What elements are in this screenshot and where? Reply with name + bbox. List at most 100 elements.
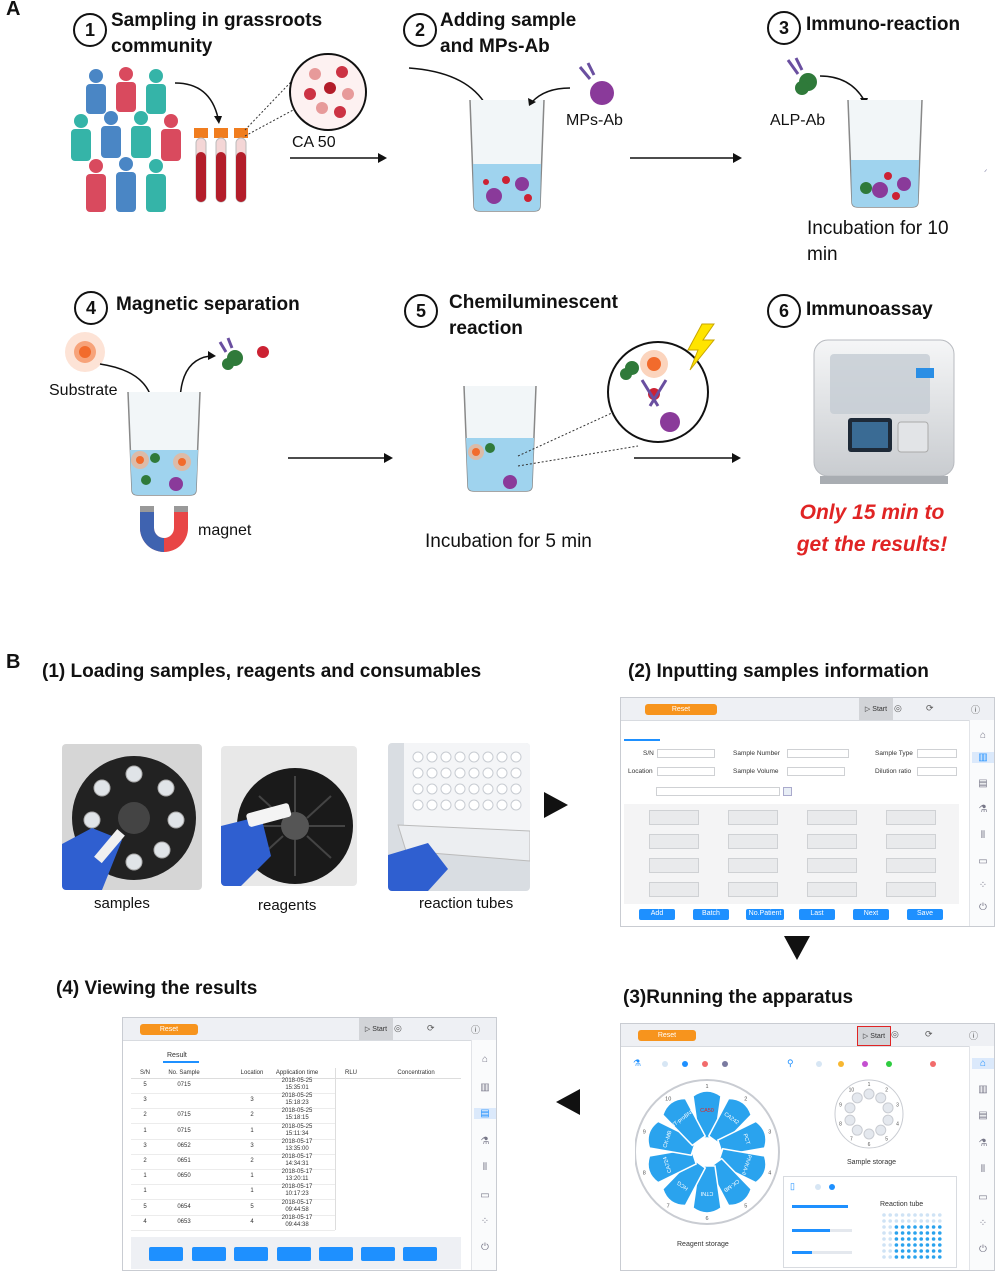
grid-icon[interactable]: ⁘ bbox=[978, 880, 988, 891]
home-icon[interactable]: ⌂ bbox=[972, 1058, 994, 1069]
last-button[interactable]: Last bbox=[799, 909, 835, 920]
reset-button[interactable]: Reset bbox=[140, 1024, 198, 1035]
grid-icon[interactable]: ⁘ bbox=[480, 1216, 490, 1227]
sample-position[interactable] bbox=[875, 1124, 887, 1136]
grid-icon[interactable]: ⁘ bbox=[978, 1218, 988, 1229]
reagent-slot[interactable]: HCG bbox=[660, 1155, 710, 1209]
reagent-slot[interactable]: CK-MB bbox=[645, 1120, 698, 1161]
sample-position[interactable] bbox=[882, 1102, 894, 1114]
sample-position[interactable] bbox=[844, 1114, 856, 1126]
sample-position[interactable] bbox=[882, 1114, 894, 1126]
reagent-slot[interactable]: PCT bbox=[716, 1120, 769, 1161]
refresh-icon[interactable]: ⟳ bbox=[925, 1029, 933, 1039]
monitor-icon[interactable]: ▭ bbox=[978, 856, 988, 867]
action-button-4[interactable] bbox=[277, 1247, 311, 1261]
sample-tubes-icon[interactable]: ▥ bbox=[480, 1082, 490, 1093]
sample-slot[interactable] bbox=[649, 834, 699, 849]
barcode-icon[interactable]: ⦀ bbox=[482, 1162, 488, 1173]
sample-slot[interactable] bbox=[807, 882, 857, 897]
flask-icon[interactable]: ⚗ bbox=[480, 1136, 490, 1147]
save-button[interactable]: Save bbox=[907, 909, 943, 920]
result-tab[interactable]: Result bbox=[167, 1052, 187, 1059]
action-button-5[interactable] bbox=[319, 1247, 353, 1261]
sample-type-select[interactable] bbox=[917, 749, 957, 758]
refresh-icon[interactable]: ⟳ bbox=[427, 1023, 435, 1033]
reagent-slot[interactable]: CA724 bbox=[645, 1143, 698, 1184]
sample-position[interactable] bbox=[863, 1088, 875, 1100]
monitor-icon[interactable]: ▭ bbox=[480, 1190, 490, 1201]
sample-slot[interactable] bbox=[807, 858, 857, 873]
reset-button[interactable]: Reset bbox=[638, 1030, 696, 1041]
sample-slot[interactable] bbox=[728, 858, 778, 873]
sample-slot[interactable] bbox=[649, 810, 699, 825]
start-button[interactable]: ▷Start bbox=[859, 698, 893, 720]
document-icon[interactable]: ▤ bbox=[978, 778, 988, 789]
help-icon[interactable]: ⓘ bbox=[971, 705, 981, 715]
next-button[interactable]: Next bbox=[853, 909, 889, 920]
monitor-icon[interactable]: ▭ bbox=[978, 1192, 988, 1203]
reset-button[interactable]: Reset bbox=[645, 704, 717, 715]
settings-icon[interactable]: ◎ bbox=[394, 1023, 402, 1033]
sample-position[interactable] bbox=[875, 1092, 887, 1104]
start-button[interactable]: ▷Start bbox=[359, 1018, 393, 1040]
action-button-2[interactable] bbox=[192, 1247, 226, 1261]
sample-slot[interactable] bbox=[807, 834, 857, 849]
sample-slot[interactable] bbox=[728, 810, 778, 825]
reagent-slot[interactable]: CA242 bbox=[704, 1094, 754, 1148]
settings-icon[interactable]: ◎ bbox=[894, 703, 902, 713]
dilution-ratio-select[interactable] bbox=[917, 767, 957, 776]
reagent-slot[interactable]: CK-MB bbox=[704, 1155, 754, 1209]
flask-icon[interactable]: ⚗ bbox=[978, 1138, 988, 1149]
no-patient-button[interactable]: No.Patient bbox=[746, 909, 784, 920]
barcode-input[interactable] bbox=[656, 787, 780, 796]
action-button-1[interactable] bbox=[149, 1247, 183, 1261]
sample-slot[interactable] bbox=[886, 882, 936, 897]
sample-slot[interactable] bbox=[649, 882, 699, 897]
sample-slot[interactable] bbox=[649, 858, 699, 873]
settings-icon[interactable]: ◎ bbox=[891, 1029, 899, 1039]
sample-slot[interactable] bbox=[728, 882, 778, 897]
barcode-icon[interactable]: ⦀ bbox=[980, 1164, 986, 1175]
reagent-slot[interactable]: PIVKA-II bbox=[716, 1143, 769, 1184]
action-button-3[interactable] bbox=[234, 1247, 268, 1261]
sample-position[interactable] bbox=[851, 1124, 863, 1136]
sample-position[interactable] bbox=[851, 1092, 863, 1104]
home-icon[interactable]: ⌂ bbox=[481, 1054, 489, 1065]
document-icon[interactable]: ▤ bbox=[978, 1110, 988, 1121]
help-icon[interactable]: ⓘ bbox=[471, 1025, 481, 1035]
add-button[interactable]: Add bbox=[639, 909, 675, 920]
action-button-6[interactable] bbox=[361, 1247, 395, 1261]
power-icon[interactable]: ⏻ bbox=[979, 902, 987, 913]
sample-slot[interactable] bbox=[807, 810, 857, 825]
power-icon[interactable]: ⏻ bbox=[979, 1244, 987, 1255]
home-icon[interactable]: ⌂ bbox=[979, 730, 987, 741]
document-icon[interactable]: ▤ bbox=[474, 1108, 496, 1119]
power-icon[interactable]: ⏻ bbox=[481, 1242, 489, 1253]
sn-input[interactable] bbox=[657, 749, 715, 758]
action-button-7[interactable] bbox=[403, 1247, 437, 1261]
location-select[interactable] bbox=[657, 767, 715, 776]
help-icon[interactable]: ⓘ bbox=[969, 1031, 979, 1041]
sample-position[interactable] bbox=[844, 1102, 856, 1114]
sample-tubes-icon[interactable]: ▥ bbox=[972, 752, 994, 763]
sample-volume-input[interactable] bbox=[787, 767, 845, 776]
checkbox[interactable] bbox=[783, 787, 792, 796]
flask-icon[interactable]: ⚗ bbox=[978, 804, 988, 815]
sample-slot[interactable] bbox=[886, 858, 936, 873]
sample-position[interactable] bbox=[863, 1128, 875, 1140]
sample-number-input[interactable] bbox=[787, 749, 849, 758]
start-button-highlighted[interactable]: ▷Start bbox=[857, 1026, 891, 1046]
batch-button[interactable]: Batch bbox=[693, 909, 729, 920]
reagent-slot[interactable]: NT-proBNP bbox=[660, 1094, 711, 1149]
sample-slot[interactable] bbox=[728, 834, 778, 849]
